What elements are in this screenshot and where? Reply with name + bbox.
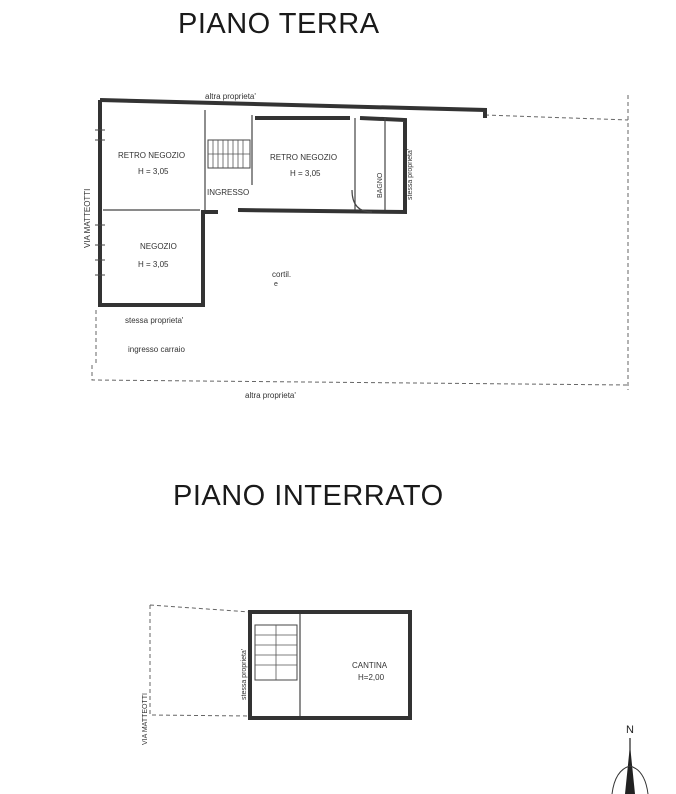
basement-boundary <box>149 604 251 717</box>
label-entrance: INGRESSO <box>207 188 249 197</box>
stairs-basement <box>254 624 298 681</box>
street-windows <box>95 129 105 276</box>
property-boundary <box>91 95 629 390</box>
label-entrance-drive: ingresso carraio <box>128 345 185 354</box>
stairs-ground <box>207 139 251 169</box>
compass-north-label: N <box>626 724 634 736</box>
label-courtyard-sub: e <box>274 281 278 288</box>
basement-floor-title: PIANO INTERRATO <box>173 480 444 512</box>
left-wall <box>98 100 218 307</box>
label-boundary-bottom: altra proprieta' <box>245 391 296 400</box>
top-wall <box>99 98 487 118</box>
basement-outer-wall <box>248 610 412 720</box>
ground-floor-title: PIANO TERRA <box>178 8 380 40</box>
room-cantina-height: H=2,00 <box>358 673 385 682</box>
north-compass-icon: N <box>611 724 649 794</box>
label-boundary-top: altra proprieta' <box>205 92 256 101</box>
room-cantina-name: CANTINA <box>352 661 388 670</box>
courtyard-wall <box>237 116 407 215</box>
basement-floor-plan: VIA MATTEOTTI stessa proprieta' CANTINA … <box>142 604 412 745</box>
room-retro-negozio-1-height: H = 3,05 <box>138 167 169 176</box>
label-same-owner-right: stessa proprieta' <box>407 149 414 200</box>
ground-floor-plan: altra proprieta' altra proprieta' VIA MA… <box>83 92 629 400</box>
room-negozio-name: NEGOZIO <box>140 242 177 251</box>
label-same-owner-basement: stessa proprieta' <box>241 649 248 700</box>
label-same-owner-left: stessa proprieta' <box>125 316 184 325</box>
label-courtyard: cortil. <box>272 270 291 279</box>
room-retro-negozio-2-name: RETRO NEGOZIO <box>270 153 337 162</box>
label-street-basement: VIA MATTEOTTI <box>142 693 149 745</box>
door-swing <box>351 189 373 213</box>
label-bathroom: BAGNO <box>377 172 384 198</box>
label-street-ground: VIA MATTEOTTI <box>83 189 92 248</box>
room-retro-negozio-1-name: RETRO NEGOZIO <box>118 151 185 160</box>
room-retro-negozio-2-height: H = 3,05 <box>290 169 321 178</box>
room-negozio-height: H = 3,05 <box>138 260 169 269</box>
